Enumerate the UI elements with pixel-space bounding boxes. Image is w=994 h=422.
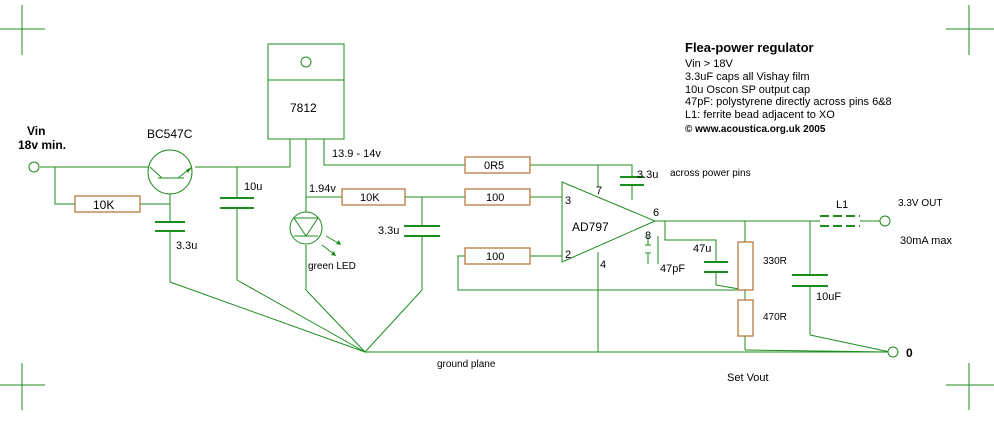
vin-sublabel: 18v min.: [18, 138, 66, 152]
note-2: 3.3uF caps all Vishay film: [685, 71, 810, 83]
output-label: 3.3V OUT: [898, 198, 942, 209]
ground-label: ground plane: [437, 359, 496, 370]
c-10uf-label: 10uF: [816, 291, 841, 303]
crop-marks: [0, 5, 994, 410]
led-label: green LED: [308, 261, 356, 272]
r-10k-base-label: 10K: [93, 198, 114, 212]
transistor-symbol: [147, 149, 193, 195]
resistor-10k-led: [341, 188, 406, 206]
wires: [40, 139, 891, 353]
resistor-10k-base: [74, 195, 141, 213]
regulator-label: 7812: [290, 101, 317, 115]
c-3u3-ref-label: 3.3u: [378, 225, 399, 237]
led-symbol: [289, 211, 341, 256]
c-47pf-label: 47pF: [660, 263, 685, 275]
c-3u3-base-label: 3.3u: [176, 240, 197, 252]
note-4: 47pF: polystyrene directly across pins 6…: [685, 96, 892, 108]
resistor-100-input: [464, 188, 531, 206]
pin-7: 7: [596, 185, 602, 197]
r-470-label: 470R: [763, 312, 787, 323]
resistor-100-feedback: [464, 247, 531, 265]
c-10u-reg-label: 10u: [244, 181, 262, 193]
r-10k-led-label: 10K: [360, 192, 380, 204]
capacitor-3u3-base: [155, 221, 185, 232]
inductor-l1: [820, 215, 860, 227]
r-100-in-label: 100: [486, 192, 504, 204]
pin-2: 2: [565, 249, 571, 261]
capacitor-3u3-power: [620, 176, 644, 186]
pin-4: 4: [600, 259, 606, 271]
note-3: 10u Oscon SP output cap: [685, 84, 810, 96]
c-3u3-power-label: 3.3u: [637, 169, 658, 181]
note-1: Vin > 18V: [685, 58, 733, 70]
opamp-label: AD797: [572, 220, 609, 234]
copyright: © www.acoustica.org.uk 2005: [685, 124, 826, 135]
r-330-label: 330R: [763, 256, 787, 267]
input-terminal: [28, 161, 40, 173]
capacitor-3u3-ref: [404, 225, 440, 237]
resistor-470r: [737, 299, 754, 337]
reg-out-voltage: 13.9 - 14v: [332, 148, 381, 160]
note-5: L1: ferrite bead adjacent to XO: [685, 109, 835, 121]
pin-3: 3: [565, 195, 571, 207]
output-terminal: [879, 215, 891, 227]
vin-label: Vin: [27, 124, 45, 138]
opamp-symbol: [561, 181, 657, 263]
ground-terminal: [887, 346, 899, 358]
resistor-330r: [737, 241, 754, 291]
title: Flea-power regulator: [685, 40, 814, 55]
zero-label: 0: [906, 346, 913, 360]
r-100-fb-label: 100: [486, 251, 504, 263]
led-voltage: 1.94v: [309, 183, 336, 195]
c-47u-label: 47u: [693, 243, 711, 255]
set-vout-label: Set Vout: [727, 372, 769, 384]
pin-8: 8: [645, 230, 651, 242]
pin-6: 6: [653, 207, 659, 219]
capacitor-47u: [704, 261, 728, 273]
regulator-symbol: [267, 43, 345, 140]
capacitor-10u-reg: [220, 197, 254, 209]
inductor-label: L1: [836, 199, 848, 211]
transistor-label: BC547C: [147, 127, 193, 141]
r-0r5-label: 0R5: [484, 160, 504, 172]
cap-power-note: across power pins: [670, 168, 751, 179]
capacitor-10uf-out: [792, 274, 828, 287]
resistor-0r5: [464, 156, 531, 174]
output-current: 30mA max: [900, 235, 952, 247]
